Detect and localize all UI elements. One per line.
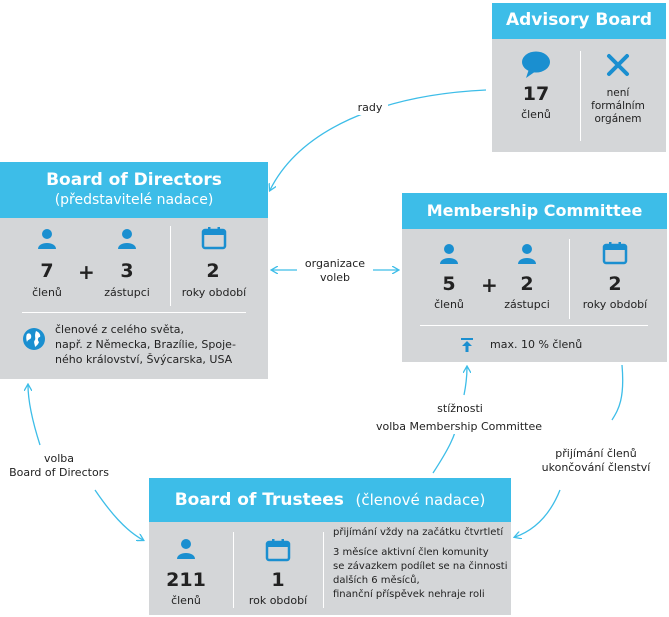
membership-deputies: 2 <box>520 273 534 295</box>
membership-plus: + <box>481 273 498 297</box>
trustees-term: 1 <box>271 569 285 591</box>
person-icon <box>118 229 136 249</box>
arrow-trustees-left <box>94 489 143 540</box>
calendar-icon <box>201 227 227 250</box>
advisory-board: Advisory Board 17 členů není formálním o… <box>492 3 666 152</box>
trustees-header: Board of Trustees (členové nadace) <box>149 478 511 522</box>
trustees-members-label: členů <box>171 594 201 607</box>
trustees-subtitle: (členové nadace) <box>355 491 486 509</box>
advisory-note-line3: orgánem <box>594 113 642 125</box>
edge-label-bod-election-line1: volba <box>43 452 75 465</box>
trustees-divider-1 <box>233 532 234 608</box>
directors-header: Board of Directors (představitelé nadace… <box>0 162 268 218</box>
person-icon <box>177 539 195 559</box>
membership-deputies-label: zástupci <box>504 298 550 311</box>
globe-icon <box>23 328 45 350</box>
close-icon <box>607 54 629 76</box>
person-icon <box>518 244 536 264</box>
arrow-trustees-to-committee-head <box>464 367 467 396</box>
edge-label-elections: organizace voleb <box>297 257 373 285</box>
advisory-board-body: 17 členů není formálním orgánem <box>492 39 666 152</box>
trustees-note2-line4: finanční příspěvek nehraje roli <box>333 589 485 600</box>
arrow-committee-to-trustees <box>611 364 624 421</box>
advisory-count-label: členů <box>521 108 551 121</box>
directors-origin: členové z celého světa, např. z Německa,… <box>55 322 236 367</box>
directors-deputies: 3 <box>120 260 134 282</box>
edge-label-admission-line2: ukončování členství <box>541 461 651 474</box>
directors-body: 7 členů + 3 zástupci 2 roky období členo… <box>0 218 268 379</box>
edge-label-elections-line2: voleb <box>319 271 351 284</box>
directors-term: 2 <box>206 260 220 282</box>
arrow-advisory-to-directors <box>270 89 487 190</box>
arrow-trustees-to-directors-up <box>28 385 41 446</box>
directors-origin-line1: členové z celého světa, <box>55 323 185 336</box>
directors-origin-line3: ného království, Švýcarska, USA <box>55 353 233 366</box>
membership-hdivider <box>420 325 648 326</box>
trustees-note2-line2: se závazkem podílet se na činnosti <box>333 561 508 572</box>
directors-deputies-label: zástupci <box>104 286 150 299</box>
trustees-term-label: rok období <box>248 594 308 607</box>
trustees-members: 211 <box>166 569 206 591</box>
directors-plus: + <box>78 260 95 284</box>
directors-members: 7 <box>40 260 54 282</box>
edge-label-bod-election-line2: Board of Directors <box>9 466 109 479</box>
directors-hdivider <box>22 312 246 313</box>
trustees-body: 211 členů 1 rok období přijímání vždy na… <box>149 522 511 615</box>
membership-divider <box>569 239 570 319</box>
edge-label-elections-line1: organizace <box>304 257 366 270</box>
upper-limit-icon <box>461 338 473 352</box>
calendar-icon <box>602 242 628 265</box>
trustees-divider-2 <box>323 532 324 608</box>
edge-label-mc-election: volba Membership Committee <box>368 420 550 434</box>
board-of-trustees: Board of Trustees (členové nadace) 211 č… <box>149 478 511 615</box>
calendar-icon <box>265 539 291 562</box>
advisory-note-line2: formálním <box>591 100 645 112</box>
advisory-note-line1: není <box>606 87 630 99</box>
membership-title: Membership Committee <box>402 193 667 229</box>
directors-title: Board of Directors <box>46 170 222 190</box>
trustees-title: Board of Trustees <box>174 490 344 510</box>
membership-committee: Membership Committee 5 členů + 2 zástupc… <box>402 193 667 362</box>
edge-label-advice: rady <box>352 101 388 115</box>
membership-term: 2 <box>608 273 622 295</box>
advisory-divider <box>580 51 581 141</box>
edge-label-complaints: stížnosti <box>428 402 492 416</box>
edge-label-admission: přijímání členů ukončování členství <box>530 447 662 475</box>
trustees-note2: 3 měsíce aktivní člen komunity se závazk… <box>333 546 508 602</box>
membership-term-label: roky období <box>582 298 648 311</box>
advisory-board-title: Advisory Board <box>492 3 666 39</box>
trustees-note1: přijímání vždy na začátku čtvrtletí <box>333 527 504 538</box>
edge-label-bod-election: volba Board of Directors <box>2 452 116 480</box>
edge-label-admission-line1: přijímání členů <box>555 447 637 460</box>
advisory-count: 17 <box>522 83 550 105</box>
directors-members-label: členů <box>32 286 62 299</box>
membership-members: 5 <box>442 273 456 295</box>
person-icon <box>440 244 458 264</box>
membership-limit: max. 10 % členů <box>490 338 583 351</box>
arrow-committee-to-trustees-head <box>515 489 561 537</box>
directors-divider <box>170 226 171 306</box>
membership-body: 5 členů + 2 zástupci 2 roky období max. … <box>402 229 667 362</box>
person-icon <box>38 229 56 249</box>
advisory-note: není formálním orgánem <box>586 87 650 126</box>
directors-subtitle: (představitelé nadace) <box>54 192 214 208</box>
speech-bubble-icon <box>522 51 550 78</box>
trustees-note2-line1: 3 měsíce aktivní člen komunity <box>333 547 489 558</box>
directors-origin-line2: např. z Německa, Brazílie, Spoje- <box>55 338 236 351</box>
trustees-note2-line3: dalších 6 měsíců, <box>333 575 420 586</box>
board-of-directors: Board of Directors (představitelé nadace… <box>0 162 268 379</box>
membership-members-label: členů <box>434 298 464 311</box>
directors-term-label: roky období <box>181 286 247 299</box>
